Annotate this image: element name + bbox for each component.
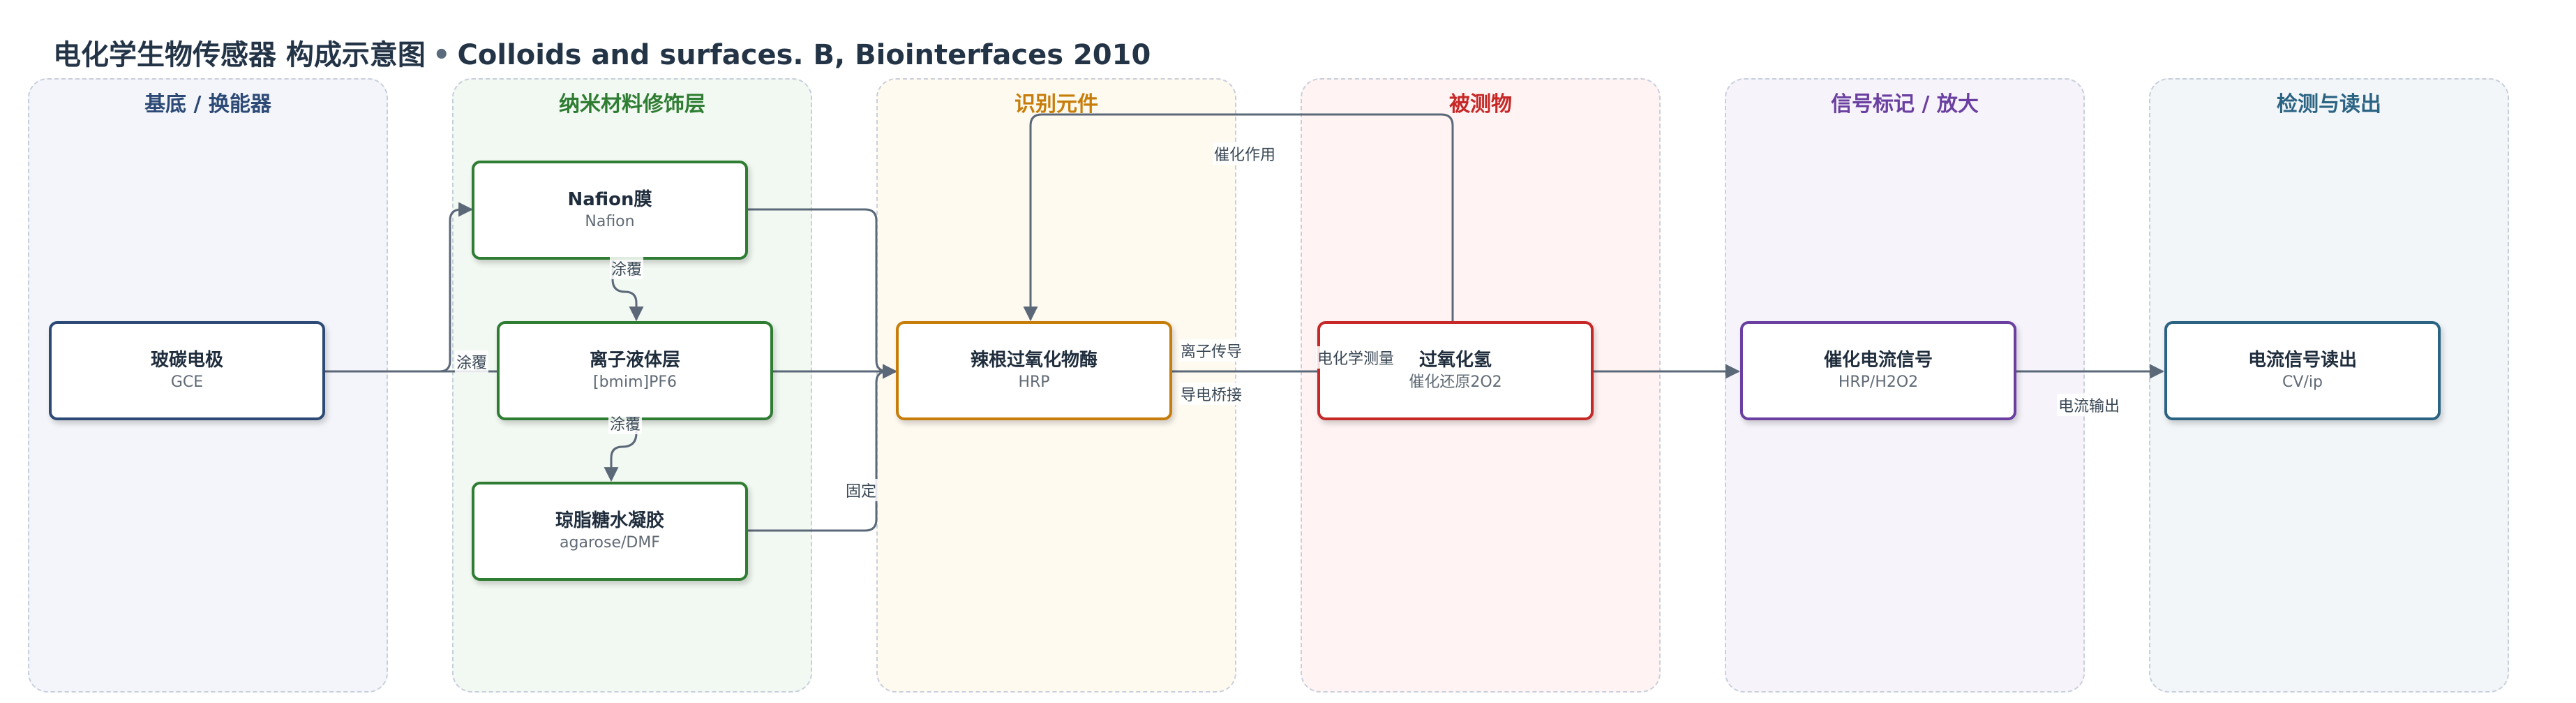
- node-catalytic-signal: 催化电流信号 HRP/H2O2: [1740, 321, 2016, 420]
- edge-label-current-output: 电流输出: [2057, 394, 2122, 416]
- lane-title-analyte: 被测物: [1449, 92, 1512, 117]
- node-readout: 电流信号读出 CV/ip: [2164, 321, 2441, 420]
- node-readout-title: 电流信号读出: [2247, 350, 2357, 371]
- edge-agarose-hrp: [748, 364, 898, 532]
- node-ionic-liquid: 离子液体层 [bmim]PF6: [497, 321, 773, 420]
- node-agarose: 琼脂糖水凝胶 agarose/DMF: [472, 482, 748, 581]
- diagram-title-main: 电化学生物传感器 构成示意图: [53, 39, 426, 71]
- edge-label-coat-ionic: 涂覆: [608, 412, 643, 434]
- diagram-title: 电化学生物传感器 构成示意图•Colloids and surfaces. B,…: [53, 32, 1151, 73]
- node-hrp-title: 辣根过氧化物酶: [970, 350, 1098, 371]
- edge-label-electrochem-measure: 电化学测量: [1316, 346, 1396, 369]
- diagram-title-source: Colloids and surfaces. B, Biointerfaces …: [457, 39, 1151, 71]
- edge-label-catalysis: 催化作用: [1213, 142, 1278, 165]
- node-ionic-liquid-title: 离子液体层: [589, 350, 680, 371]
- node-h2o2-subtitle: 催化还原2O2: [1409, 373, 1502, 391]
- edge-label-ion-conduction: 离子传导: [1179, 339, 1244, 362]
- node-gce-title: 玻碳电极: [150, 350, 223, 371]
- edge-label-conductive-bridge: 导电桥接: [1179, 383, 1244, 405]
- lane-title-substrate: 基底 / 换能器: [144, 92, 271, 117]
- lane-title-nanomaterial: 纳米材料修饰层: [559, 92, 705, 117]
- title-separator: •: [432, 39, 451, 71]
- lane-title-signal: 信号标记 / 放大: [1831, 92, 1979, 117]
- edge-h2o2-hrp: [1023, 113, 1454, 322]
- lane-title-recognition: 识别元件: [1014, 92, 1098, 117]
- node-hrp: 辣根过氧化物酶 HRP: [896, 321, 1172, 420]
- node-hrp-subtitle: HRP: [1018, 373, 1050, 391]
- node-readout-subtitle: CV/ip: [2282, 373, 2323, 391]
- node-nafion-subtitle: Nafion: [585, 213, 635, 230]
- node-gce-subtitle: GCE: [170, 373, 204, 391]
- node-catalytic-signal-subtitle: HRP/H2O2: [1838, 373, 1919, 391]
- node-h2o2: 过氧化氢 催化还原2O2: [1317, 321, 1594, 420]
- edge-nafion-ionic: [611, 260, 644, 322]
- edge-gce-nafion: [325, 202, 474, 373]
- edge-label-coat-gce: 涂覆: [455, 350, 489, 373]
- node-catalytic-signal-title: 催化电流信号: [1823, 350, 1933, 371]
- edge-label-fixation: 固定: [844, 479, 878, 501]
- node-nafion-title: Nafion膜: [567, 189, 652, 210]
- node-agarose-title: 琼脂糖水凝胶: [555, 510, 664, 531]
- node-gce: 玻碳电极 GCE: [49, 321, 325, 420]
- edge-label-coat-nafion: 涂覆: [610, 257, 644, 279]
- node-nafion: Nafion膜 Nafion: [472, 161, 748, 260]
- node-agarose-subtitle: agarose/DMF: [560, 534, 660, 552]
- lane-title-readout: 检测与读出: [2277, 92, 2381, 117]
- edge-ionic-agarose: [604, 420, 638, 482]
- node-h2o2-title: 过氧化氢: [1418, 350, 1492, 371]
- node-ionic-liquid-subtitle: [bmim]PF6: [592, 373, 677, 391]
